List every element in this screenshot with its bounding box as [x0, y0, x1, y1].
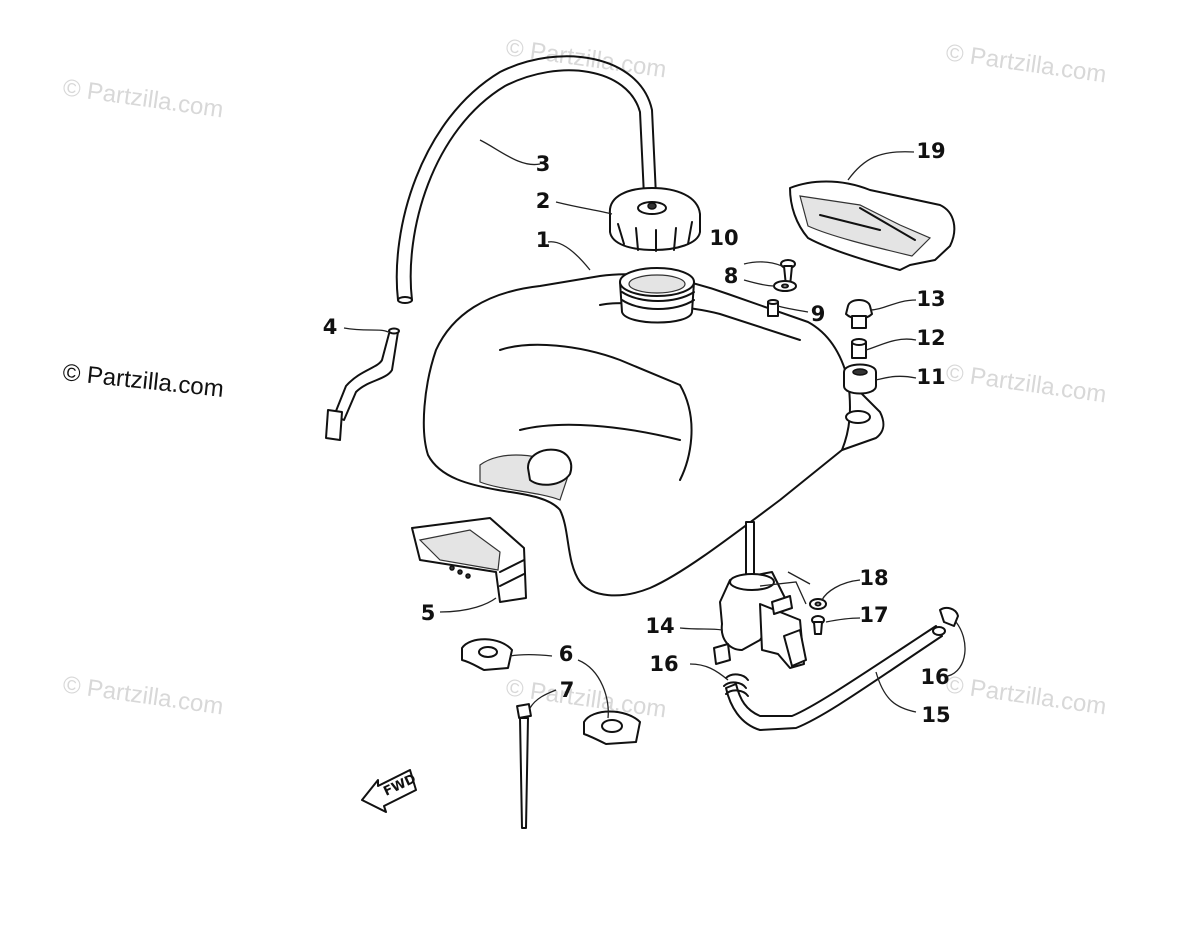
- washer-part-18: [809, 598, 827, 610]
- callout-9: 9: [811, 302, 826, 326]
- callout-18: 18: [859, 566, 888, 590]
- callout-3: 3: [536, 152, 551, 176]
- callout-17: 17: [859, 603, 888, 627]
- elbow-hose-part-4: [325, 327, 400, 441]
- bracket-part-5: [411, 517, 527, 603]
- forward-direction-arrow: FWD: [361, 769, 419, 813]
- clamp-part-6b: [583, 710, 641, 745]
- cable-tie-part-7: [516, 703, 532, 829]
- clamp-part-6a: [461, 638, 513, 671]
- callout-11: 11: [916, 365, 945, 389]
- callout-19: 19: [916, 139, 945, 163]
- callout-6: 6: [559, 642, 574, 666]
- vent-hose-part-3: [395, 55, 657, 304]
- callout-16: 16: [920, 665, 949, 689]
- callout-14: 14: [645, 614, 674, 638]
- grommet-part-11: [843, 363, 877, 395]
- cover-part-19: [789, 180, 956, 271]
- watermark: © Partzilla.com: [61, 74, 225, 123]
- callout-labels: 3 2 1 4 5 6 7 10 8 9 13 12 11 19 18 17 1…: [323, 139, 951, 727]
- callout-7: 7: [560, 678, 575, 702]
- callout-1: 1: [536, 228, 551, 252]
- fuel-hose-part-15: [725, 625, 946, 731]
- fuel-tank-part-1: [422, 267, 885, 597]
- leader-lines: [343, 139, 966, 719]
- collar-part-9: [767, 299, 779, 317]
- callout-12: 12: [916, 326, 945, 350]
- collar-part-12: [851, 338, 867, 359]
- callout-13: 13: [916, 287, 945, 311]
- callout-16: 16: [649, 652, 678, 676]
- fuel-valve-part-14: [713, 521, 807, 669]
- callout-15: 15: [921, 703, 950, 727]
- watermark: © Partzilla.com: [944, 39, 1108, 88]
- watermark: © Partzilla.com: [944, 359, 1108, 408]
- watermark: © Partzilla.com: [61, 671, 225, 720]
- hose-clip-part-16b: [939, 607, 959, 627]
- bolt-part-13: [845, 299, 873, 329]
- hose-clip-part-16a: [723, 673, 749, 697]
- partzilla-watermark: © Partzilla.com: [61, 359, 225, 403]
- screw-part-17: [811, 615, 825, 635]
- watermark: © Partzilla.com: [944, 671, 1108, 720]
- callout-2: 2: [536, 189, 551, 213]
- callout-8: 8: [724, 264, 739, 288]
- callout-4: 4: [323, 315, 338, 339]
- callout-10: 10: [709, 226, 738, 250]
- callout-5: 5: [421, 601, 436, 625]
- fuel-cap-part-2: [608, 187, 701, 252]
- washer-part-8: [773, 280, 797, 292]
